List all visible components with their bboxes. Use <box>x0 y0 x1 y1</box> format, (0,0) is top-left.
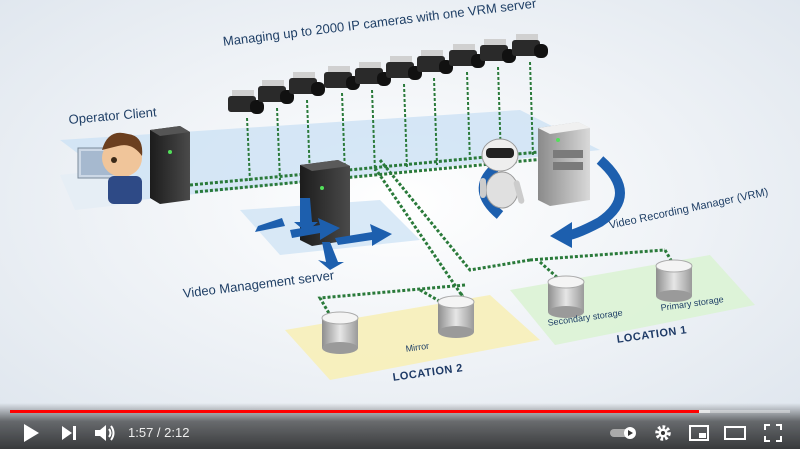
time-separator: / <box>153 425 165 440</box>
primary-storage-disk <box>655 259 693 302</box>
vms-arrows <box>255 198 392 270</box>
operator-pc-tower <box>150 126 190 204</box>
autoplay-toggle-icon <box>610 427 636 439</box>
mirror-disk-right <box>437 295 475 338</box>
theater-mode-button[interactable] <box>722 420 748 446</box>
progress-played <box>10 410 699 413</box>
autoplay-toggle[interactable] <box>608 420 638 446</box>
ip-cameras <box>228 34 548 114</box>
play-icon <box>24 424 39 442</box>
fullscreen-icon <box>764 424 782 442</box>
miniplayer-icon <box>689 425 709 441</box>
location-1-pad <box>510 255 755 345</box>
fullscreen-button[interactable] <box>760 420 786 446</box>
gear-icon <box>655 425 671 441</box>
settings-button[interactable] <box>650 420 676 446</box>
operator-character <box>102 132 143 204</box>
next-button[interactable] <box>56 420 82 446</box>
operator-workstation <box>60 147 125 210</box>
vrm-cycle-arrowhead <box>550 222 572 248</box>
volume-button[interactable] <box>92 420 118 446</box>
time-total: 2:12 <box>164 425 190 440</box>
time-display: 1:57 / 2:12 <box>128 425 189 440</box>
network-pad <box>60 110 600 200</box>
location-2-pad <box>285 295 540 380</box>
volume-icon <box>95 425 115 441</box>
next-icon <box>62 426 76 440</box>
robot-character <box>480 138 525 209</box>
vrm-rack <box>538 122 590 206</box>
mirror-disk-left <box>321 311 359 354</box>
miniplayer-button[interactable] <box>686 420 712 446</box>
play-button[interactable] <box>18 420 44 446</box>
theater-mode-icon <box>724 426 746 440</box>
time-current: 1:57 <box>128 425 154 440</box>
secondary-storage-disk <box>547 275 585 318</box>
